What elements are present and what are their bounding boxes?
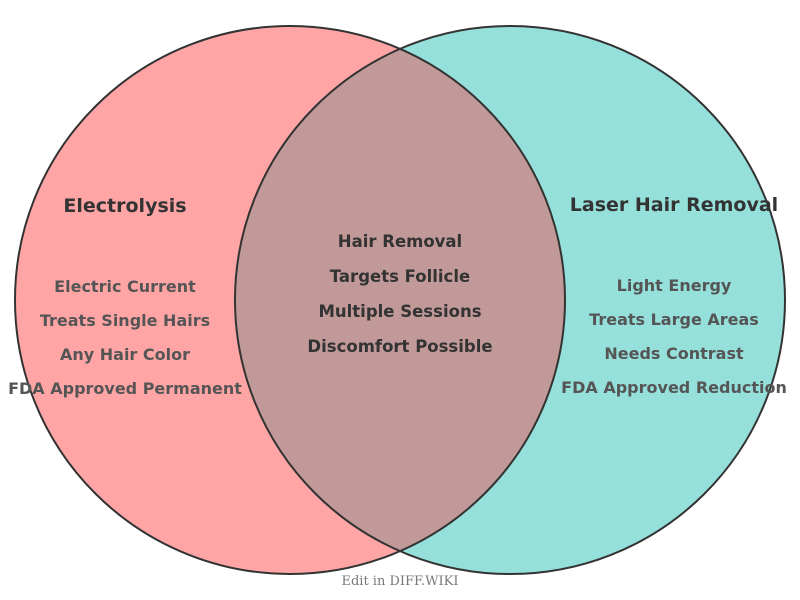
left-item: Electric Current	[54, 277, 196, 296]
overlap-item: Multiple Sessions	[318, 302, 481, 321]
footer-edit-link[interactable]: Edit in DIFF.WIKI	[341, 574, 458, 589]
left-set-title: Electrolysis	[63, 195, 186, 217]
left-circle-outline	[14, 25, 566, 575]
right-item: FDA Approved Reduction	[561, 378, 787, 397]
overlap-item: Targets Follicle	[330, 267, 470, 286]
right-item: Light Energy	[617, 276, 732, 295]
overlap-region	[235, 26, 565, 574]
right-circle-outline	[234, 25, 786, 575]
left-item: FDA Approved Permanent	[8, 379, 242, 398]
left-item: Treats Single Hairs	[40, 311, 210, 330]
left-item: Any Hair Color	[60, 345, 190, 364]
right-set-title: Laser Hair Removal	[570, 194, 778, 216]
right-item: Treats Large Areas	[589, 310, 759, 329]
overlap-item: Hair Removal	[338, 232, 462, 251]
overlap-item: Discomfort Possible	[307, 337, 492, 356]
right-item: Needs Contrast	[604, 344, 744, 363]
